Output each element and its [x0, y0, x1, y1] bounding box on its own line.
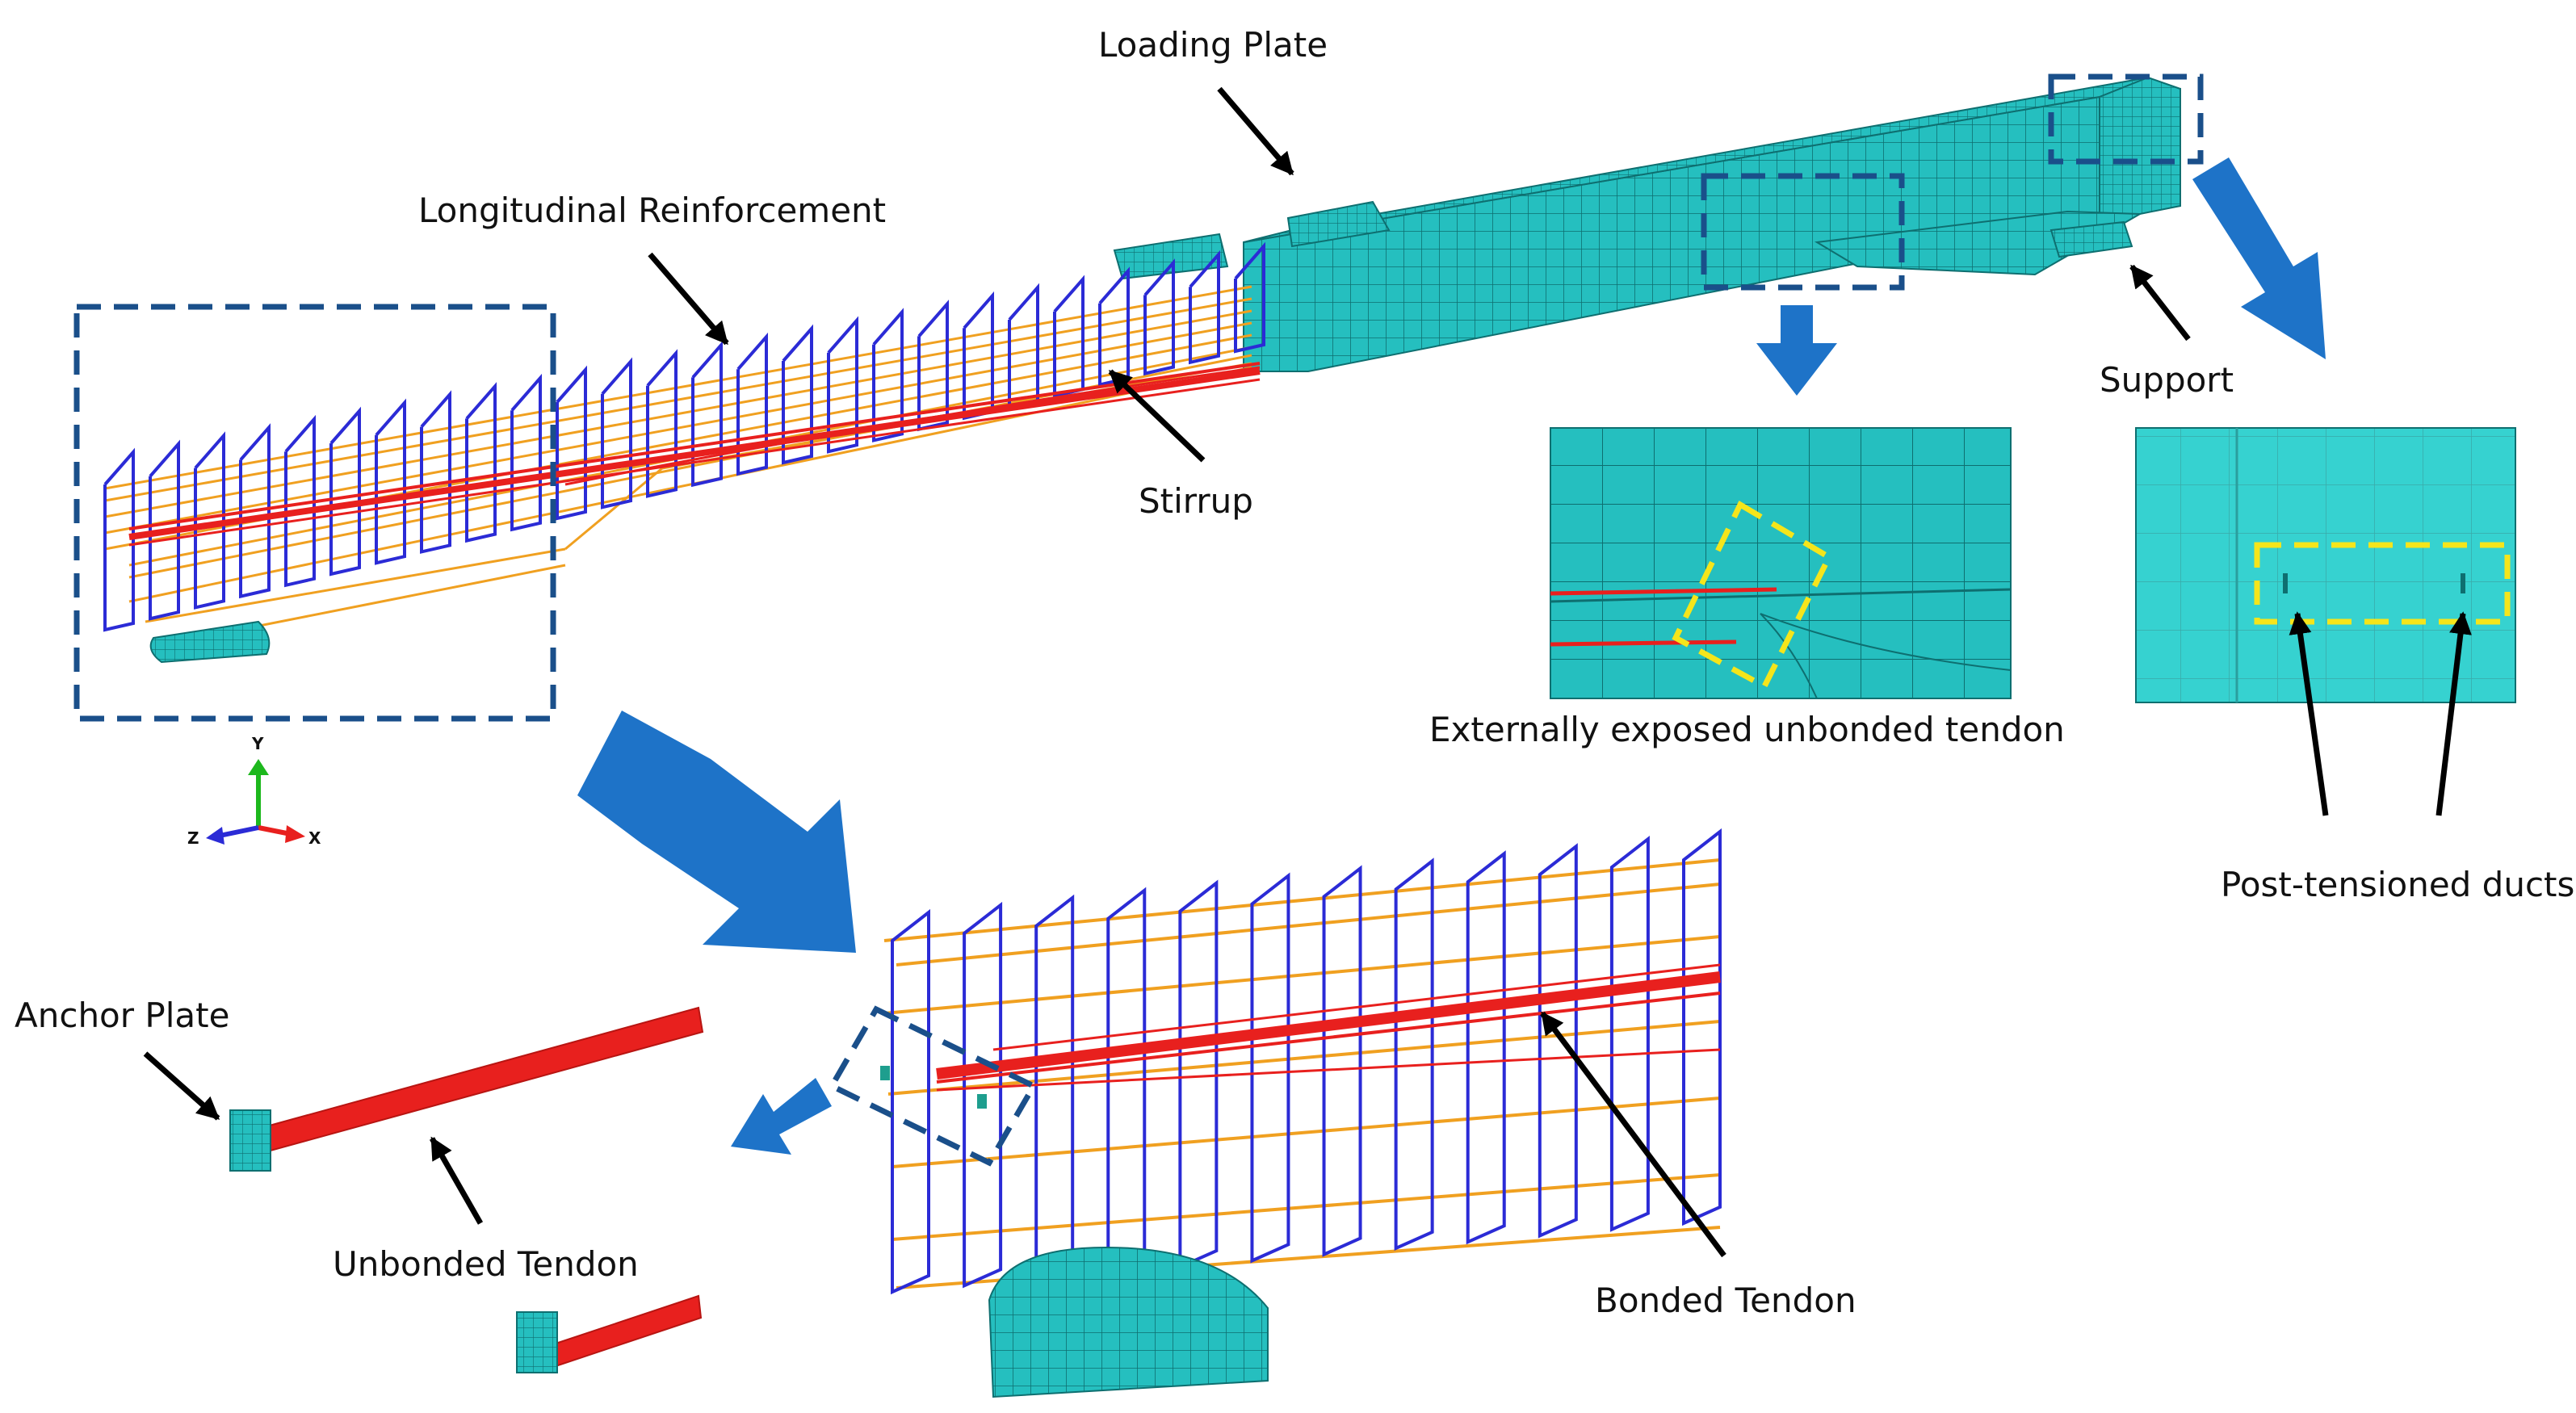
left-support-block — [149, 620, 271, 664]
callout-arrow-left — [731, 1078, 832, 1155]
arrow-stirrup — [1108, 369, 1206, 463]
detail-rebar-cage — [828, 828, 1722, 1398]
inset-exposed-tendon — [1550, 427, 2012, 699]
detail-stirrup-frame — [1682, 828, 1722, 1226]
stirrup-frame — [1053, 275, 1085, 398]
detail-stirrup-frame — [1609, 836, 1650, 1232]
detail-stirrup-frame — [1250, 872, 1290, 1264]
loading-plate-shape — [1113, 200, 1391, 280]
detail-tendons — [936, 963, 1721, 1092]
support-shape — [2049, 220, 2133, 258]
stirrup-frame — [872, 308, 904, 442]
detail-stirrup-frame — [963, 901, 1003, 1289]
dashed-callout-boxes — [73, 73, 2204, 722]
stirrup-frame — [1234, 241, 1265, 354]
axis-label-x: X — [308, 828, 321, 848]
stirrup-frame — [1098, 266, 1130, 387]
label-stirrup: Stirrup — [1139, 481, 1253, 521]
axis-label-y: Y — [251, 734, 264, 753]
arrow-unbonded — [429, 1136, 484, 1225]
stirrup-frame — [691, 341, 723, 488]
left-end-box — [73, 304, 556, 722]
stirrup-frame — [239, 423, 271, 599]
callout-arrow-large — [577, 711, 856, 953]
main-beam-model — [103, 76, 2181, 664]
stirrup-frame — [149, 439, 180, 621]
stirrups — [103, 241, 1265, 632]
detail-stirrup-frame — [1178, 879, 1219, 1270]
annotation-labels: Loading Plate Longitudinal Reinforcement… — [15, 25, 2574, 1320]
label-anchor-plate: Anchor Plate — [15, 996, 229, 1035]
label-post-tensioned-ducts: Post-tensioned ducts — [2221, 865, 2574, 904]
label-support: Support — [2100, 360, 2234, 400]
label-bonded-tendon: Bonded Tendon — [1595, 1281, 1856, 1320]
inset-ducts — [2135, 427, 2516, 703]
stirrup-frame — [284, 414, 316, 588]
main-tendons — [128, 362, 1261, 547]
arrow-longitudinal — [648, 252, 729, 346]
callout-arrow-diagonal — [2192, 157, 2326, 359]
detail-stirrup-frame — [1322, 865, 1362, 1257]
callout-arrow-down — [1756, 305, 1837, 396]
arrow-duct-1 — [2289, 611, 2329, 816]
support-region-box — [2048, 73, 2204, 165]
stirrup-frame — [1189, 249, 1220, 365]
arrow-duct-2 — [2435, 611, 2472, 816]
arrow-bonded — [1540, 1011, 1726, 1258]
stirrup-frame — [1143, 258, 1175, 376]
stirrup-frame — [601, 357, 632, 509]
concrete-mesh-body — [1243, 76, 2181, 372]
stirrup-frame — [420, 390, 451, 554]
exposed-tendon-box — [1701, 173, 1905, 291]
detail-stirrup-frame — [1538, 843, 1578, 1239]
label-unbonded-tendon: Unbonded Tendon — [333, 1244, 639, 1284]
leader-arrows — [143, 86, 2472, 1258]
detail-stirrup-frame — [1034, 894, 1075, 1282]
label-loading-plate: Loading Plate — [1098, 25, 1328, 65]
detail-anchor-box — [828, 1005, 1038, 1167]
stirrup-frame — [103, 447, 135, 632]
blue-callout-arrows — [577, 157, 2326, 1155]
stirrup-frame — [329, 406, 361, 577]
stirrup-frame — [917, 300, 949, 432]
axis-triad: Y Z X — [187, 734, 321, 848]
stirrup-frame — [782, 324, 813, 465]
label-longitudinal-reinforcement: Longitudinal Reinforcement — [418, 191, 886, 230]
stirrup-frame — [375, 398, 406, 565]
stirrup-frame — [194, 431, 225, 610]
arrow-anchor — [143, 1051, 220, 1121]
detail-stirrup-frame — [891, 908, 930, 1295]
arrow-loading-plate — [1217, 86, 1294, 176]
detail-stirrup-frame — [1466, 850, 1506, 1245]
detail-stirrups — [891, 828, 1722, 1295]
unbonded-tendon-detail — [229, 1006, 704, 1373]
detail-support-block — [988, 1246, 1269, 1398]
stirrup-frame — [827, 316, 858, 454]
stirrup-frame — [465, 382, 497, 543]
stirrup-frame — [556, 365, 587, 521]
arrow-support — [2129, 264, 2191, 342]
detail-stirrup-frame — [1394, 857, 1434, 1251]
label-externally-exposed: Externally exposed unbonded tendon — [1429, 710, 2065, 749]
axis-label-z: Z — [187, 828, 199, 848]
